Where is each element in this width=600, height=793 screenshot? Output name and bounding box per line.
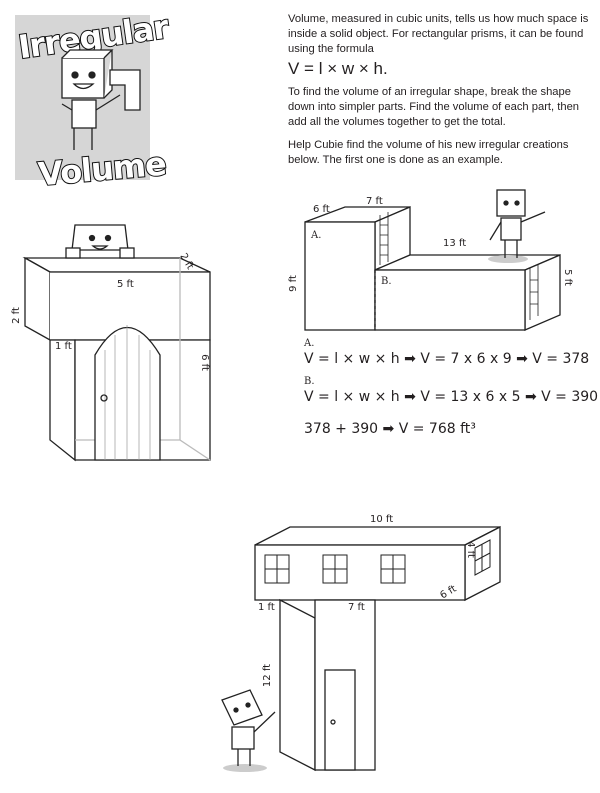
- spacer: [288, 130, 598, 138]
- work-b-line: V = l × w × h ➡ V = 13 x 6 x 5 ➡ V = 390: [304, 389, 599, 405]
- ex-label-width-a: 7 ft: [366, 196, 383, 207]
- volume-formula: V = l × w × h.: [288, 59, 388, 78]
- work-a-label: A.: [304, 338, 315, 349]
- cubie-peeking: [65, 224, 135, 259]
- cubie-mascot-title: [61, 49, 141, 150]
- example-work: A. V = l × w × h ➡ V = 7 x 6 x 9 ➡ V = 3…: [304, 338, 598, 438]
- ex-part-a-label: A.: [311, 230, 322, 241]
- p1-label-top-height: 2 ft: [10, 307, 22, 324]
- problem1-shape: [22, 224, 211, 462]
- ex-part-b-label: B.: [381, 276, 392, 287]
- spacer: [304, 406, 598, 420]
- p1-label-top-width: 5 ft: [117, 279, 134, 290]
- p1-label-total-height: 6 ft: [198, 354, 210, 371]
- p2-label-stem-width: 7 ft: [348, 602, 365, 613]
- instructions-paragraph: To find the volume of an irregular shape…: [288, 86, 580, 128]
- ex-label-height-a: 9 ft: [287, 275, 299, 292]
- task-paragraph: Help Cubie find the volume of his new ir…: [288, 139, 569, 166]
- ex-label-length-b: 13 ft: [443, 238, 467, 249]
- ex-label-height-b: 5 ft: [561, 269, 573, 286]
- cubie-waving: [488, 189, 546, 263]
- p2-label-top-height: 4 ft: [464, 541, 476, 558]
- intro-column: Volume, measured in cubic units, tells u…: [288, 12, 598, 168]
- p2-label-stem-height: 12 ft: [262, 663, 274, 688]
- ex-label-depth: 6 ft: [313, 204, 330, 215]
- example-shape: [304, 189, 561, 331]
- p1-label-overhang: 1 ft: [55, 341, 72, 352]
- spacer: [304, 368, 598, 376]
- cubie-leaning: [221, 689, 276, 772]
- problem2-shape: [221, 525, 501, 772]
- work-total: 378 + 390 ➡ V = 768 ft³: [304, 421, 476, 437]
- p2-label-top-length: 10 ft: [370, 514, 394, 525]
- work-a-line: V = l × w × h ➡ V = 7 x 6 x 9 ➡ V = 378: [304, 351, 590, 367]
- intro-paragraph: Volume, measured in cubic units, tells u…: [288, 13, 589, 55]
- work-b-label: B.: [304, 376, 315, 387]
- p2-label-overhang: 1 ft: [258, 602, 275, 613]
